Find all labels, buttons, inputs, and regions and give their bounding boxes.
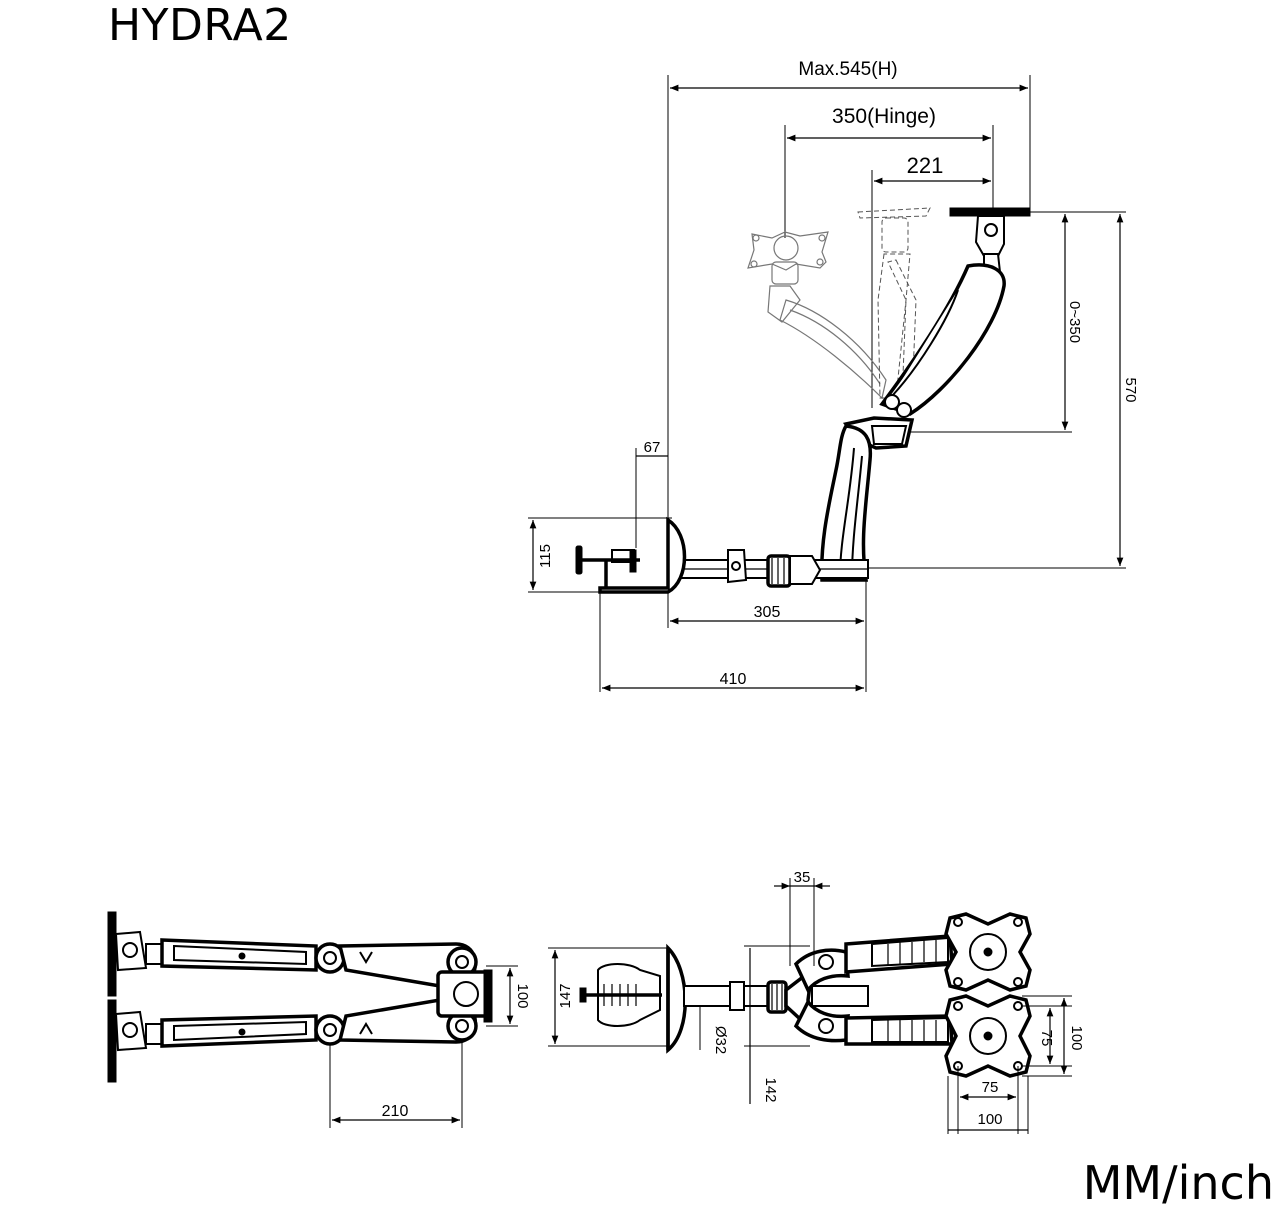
dim-32: Ø32 bbox=[712, 1026, 729, 1054]
dim-top-210: 210 bbox=[382, 1103, 409, 1120]
dim-305: 305 bbox=[754, 604, 781, 621]
dim-35: 35 bbox=[794, 869, 811, 886]
dim-vesa-100-v: 100 bbox=[1068, 1025, 1085, 1050]
dim-max-h: Max.545(H) bbox=[798, 59, 897, 80]
dim-top-100: 100 bbox=[514, 983, 531, 1008]
dim-0-350: 0~350 bbox=[1066, 301, 1083, 343]
vesa-plate-top bbox=[944, 912, 1032, 992]
dim-67: 67 bbox=[644, 439, 661, 456]
dim-142: 142 bbox=[762, 1077, 779, 1102]
page-title: HYDRA2 bbox=[108, 0, 292, 51]
dim-410: 410 bbox=[720, 671, 747, 688]
dim-vesa-75-v: 75 bbox=[1038, 1030, 1055, 1047]
ghost-positions bbox=[747, 207, 931, 401]
dim-vesa-100-h: 100 bbox=[977, 1111, 1002, 1128]
vesa-plate-bottom bbox=[944, 994, 1032, 1078]
units-label: MM/inch bbox=[1082, 1156, 1274, 1210]
dim-147: 147 bbox=[557, 983, 574, 1008]
dim-221: 221 bbox=[907, 153, 944, 178]
top-view: 100 210 bbox=[107, 911, 531, 1128]
dim-hinge: 350(Hinge) bbox=[832, 105, 936, 128]
front-view: 147 Ø32 142 35 75 100 75 100 bbox=[548, 869, 1085, 1134]
dim-570: 570 bbox=[1122, 377, 1139, 402]
dim-115: 115 bbox=[537, 544, 554, 568]
dim-vesa-75-h: 75 bbox=[982, 1079, 999, 1096]
side-view: Max.545(H) 350(Hinge) 221 67 115 305 410… bbox=[528, 59, 1139, 692]
